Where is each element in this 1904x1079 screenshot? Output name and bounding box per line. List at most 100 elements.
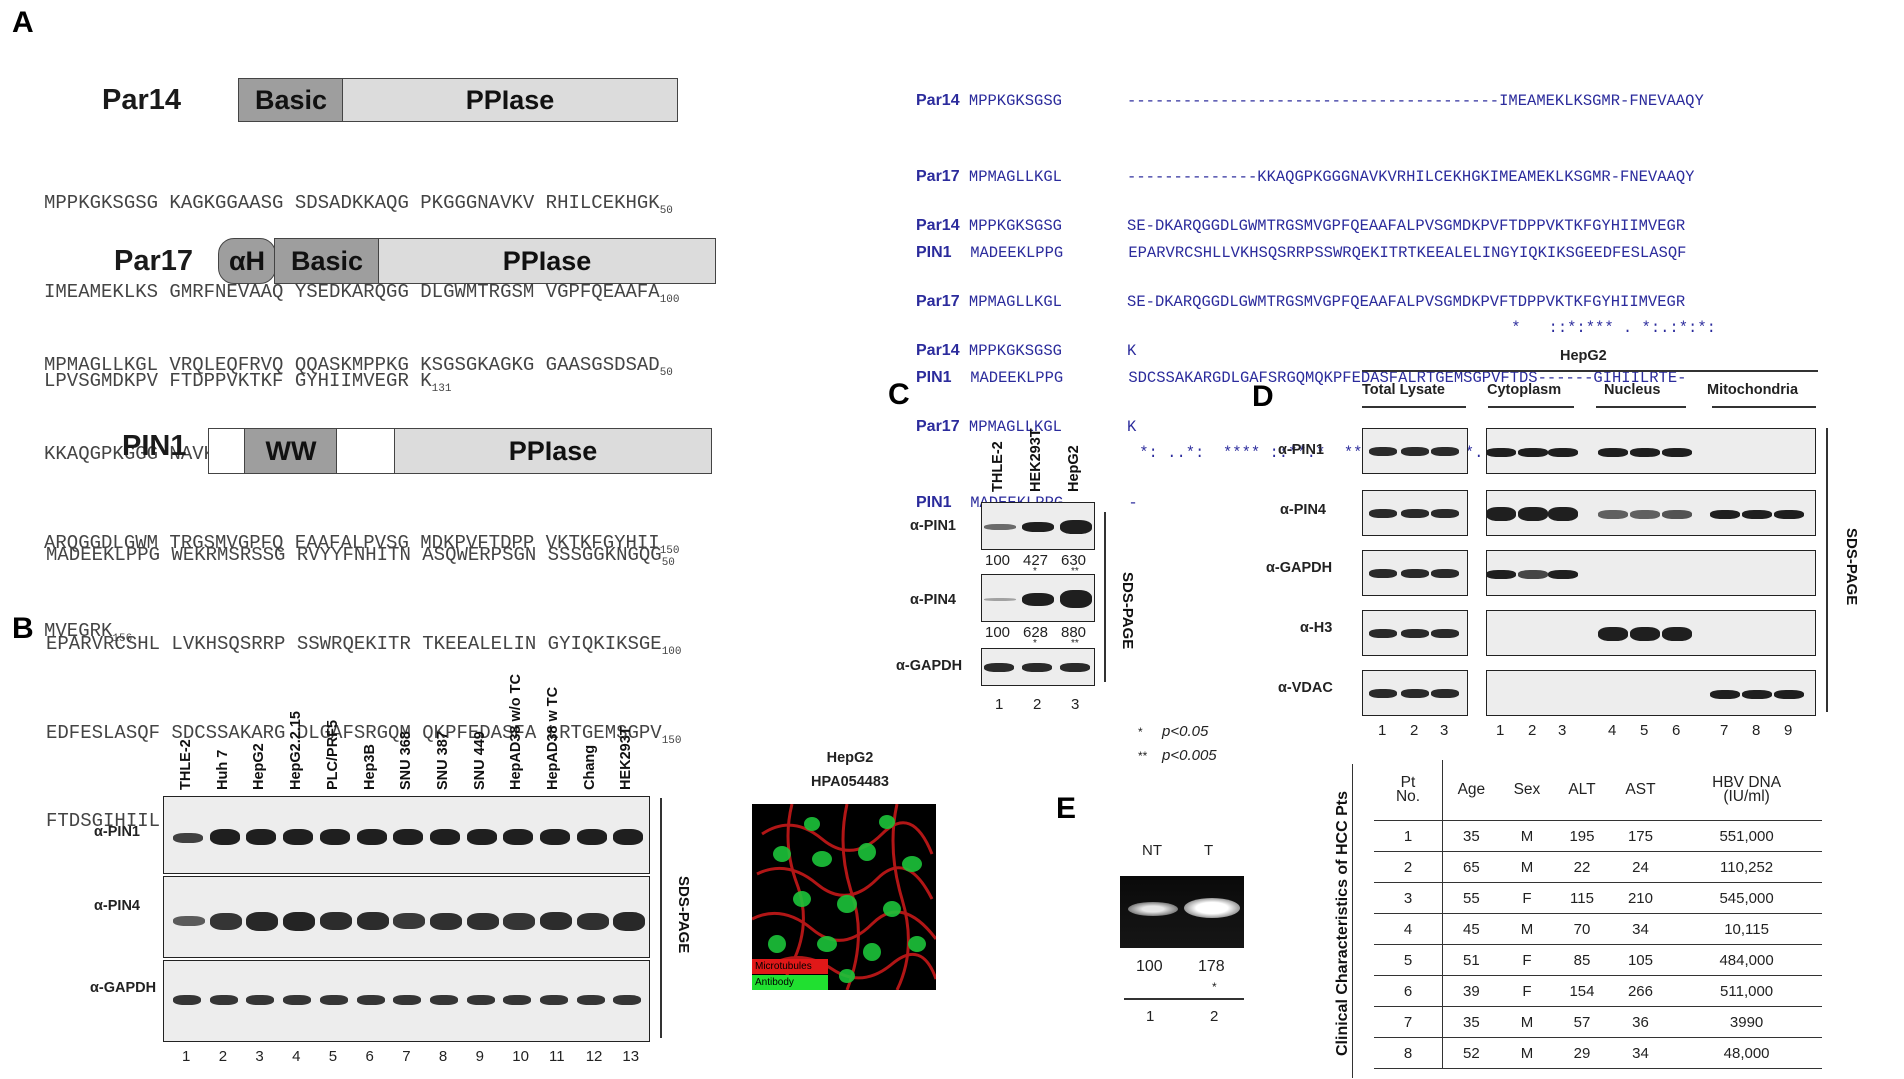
blot-label: α-H3	[1300, 620, 1333, 636]
d-fraction-cytoplasm: Cytoplasm	[1487, 382, 1562, 398]
lane-number: 1	[1378, 722, 1387, 739]
band	[173, 995, 201, 1005]
band	[356, 912, 389, 930]
alignment-row: Par14 MPPKGKSGSG -----------------------…	[916, 92, 1704, 110]
band	[1369, 689, 1397, 698]
blot-c-pin1	[981, 502, 1095, 550]
e-band-nt	[1128, 902, 1178, 916]
panel-label-a: A	[12, 6, 34, 39]
band	[613, 829, 644, 845]
quant-value: 628	[1023, 624, 1049, 641]
band	[1369, 447, 1397, 456]
band	[984, 524, 1016, 530]
table-cell: 110,252	[1671, 851, 1822, 883]
blot-d-fractions	[1486, 610, 1816, 656]
table-cell: 65	[1442, 851, 1500, 883]
blot-label-gapdh: α-GAPDH	[90, 980, 157, 996]
patient-table: Pt No. Age Sex ALT AST HBV DNA (IU/ml) 1…	[1374, 760, 1822, 1069]
panel-label-e: E	[1056, 792, 1077, 825]
band	[1401, 689, 1429, 698]
band	[283, 911, 316, 931]
table-cell: 7	[1374, 1006, 1443, 1038]
blot-c-gapdh	[981, 648, 1095, 686]
legend-item: *p<0.05	[1138, 723, 1209, 740]
lane-label: Hep3B	[361, 744, 378, 790]
par17-name: Par17	[114, 245, 194, 277]
pin1-sequence: MADEEKLPPG WEKRMSRSSG RVYYFNHITN ASQWERP…	[46, 488, 682, 870]
table-cell: 115	[1554, 882, 1610, 914]
band	[613, 911, 646, 931]
table-cell: 266	[1609, 975, 1672, 1007]
d-fraction-line	[1488, 406, 1574, 408]
blot-label: α-PIN1	[1278, 442, 1324, 458]
col-header-age: Age	[1442, 760, 1500, 821]
alignment-row: Par17 MPMAGLLKGL K	[916, 418, 1137, 436]
band	[1431, 629, 1459, 638]
band	[1518, 569, 1548, 579]
d-fraction-total: Total Lysate	[1362, 382, 1445, 398]
band	[356, 995, 385, 1005]
blot-b-pin1	[163, 796, 650, 874]
e-value-nt: 100	[1136, 958, 1163, 975]
if-title-antibody: HPA054483	[811, 774, 889, 790]
blot-label-pin4: α-PIN4	[94, 898, 140, 914]
if-legend-microtubules: Microtubules	[752, 959, 828, 974]
legend-item: **p<0.005	[1138, 747, 1217, 764]
b-side-line	[660, 798, 662, 1038]
band	[1022, 522, 1054, 532]
table-cell: 175	[1609, 820, 1672, 852]
band	[393, 913, 426, 929]
band	[466, 829, 497, 845]
d-sds-page-label: SDS-PAGE	[1843, 528, 1860, 606]
table-cell: 5	[1374, 944, 1443, 976]
band	[173, 833, 203, 843]
band	[1710, 509, 1740, 519]
seq-line: MADEEKLPPG WEKRMSRSSG RVYYFNHITN ASQWERP…	[46, 544, 675, 569]
lane-number: 5	[328, 1048, 338, 1065]
c-sds-page-label: SDS-PAGE	[1119, 572, 1136, 650]
alignment-block-1: Par14 MPPKGKSGSG -----------------------…	[916, 38, 1716, 366]
band	[1662, 509, 1692, 519]
table-cell: M	[1499, 1037, 1555, 1069]
d-header: HepG2	[1560, 348, 1607, 364]
band	[1487, 569, 1516, 579]
band	[1431, 447, 1459, 456]
table-cell: 4	[1374, 913, 1443, 945]
c-blot-label-gapdh: α-GAPDH	[896, 658, 963, 674]
blot-label: α-PIN4	[1280, 502, 1326, 518]
seq-line: IMEAMEKLKS GMRFNEVAAQ YSEDKARQGG DLGWMTR…	[44, 280, 680, 306]
lane-label: SNU 387	[434, 731, 451, 790]
band	[319, 912, 352, 930]
c-blot-label-pin1: α-PIN1	[910, 518, 956, 534]
table-cell: 2	[1374, 851, 1443, 883]
band	[1662, 447, 1692, 457]
band	[246, 829, 277, 845]
band	[1630, 447, 1660, 457]
sig-mark: **	[1071, 638, 1079, 649]
e-lane-num-1: 1	[1146, 1008, 1155, 1025]
quant-value: 427	[1023, 552, 1049, 569]
band	[283, 995, 312, 1005]
e-band-t	[1184, 898, 1240, 918]
b-sds-page-label: SDS-PAGE	[675, 876, 692, 954]
table-cell: 545,000	[1671, 882, 1822, 914]
c-blot-label-pin4: α-PIN4	[910, 592, 956, 608]
blot-b-pin4	[163, 876, 650, 958]
lane-number: 3	[255, 1048, 264, 1065]
table-cell: F	[1499, 944, 1555, 976]
table-cell: 35	[1442, 820, 1500, 852]
lane-label: Huh 7	[214, 749, 231, 790]
band	[429, 995, 458, 1005]
band	[209, 995, 238, 1005]
band	[576, 829, 607, 845]
table-cell: 85	[1554, 944, 1610, 976]
band	[1401, 509, 1429, 518]
table-cell: 1	[1374, 820, 1443, 852]
band	[1630, 509, 1660, 519]
if-microscopy-image: Microtubules Antibody	[752, 804, 936, 990]
band	[1369, 509, 1397, 518]
